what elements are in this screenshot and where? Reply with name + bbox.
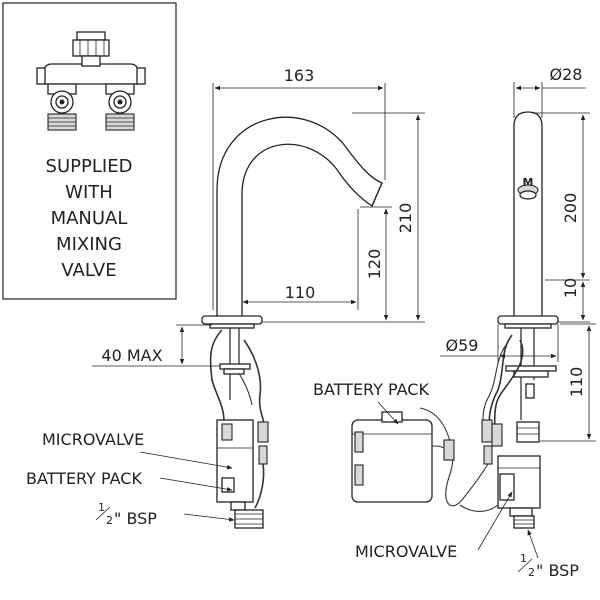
- inset-line-2: WITH: [65, 182, 113, 203]
- label-battery-pack-left: BATTERY PACK: [26, 469, 142, 488]
- bsp-left-numerator: 1: [98, 501, 105, 514]
- battery-pack-device: [351, 411, 455, 503]
- dim-163: 163: [284, 66, 315, 85]
- dim-side-110: 110: [567, 367, 586, 398]
- label-microvalve-left: MICROVALVE: [42, 430, 144, 449]
- dim-210: 210: [396, 203, 415, 234]
- tap-front-view: [201, 116, 383, 529]
- dim-120: 120: [365, 249, 384, 280]
- dim-40-max: 40 MAX: [101, 346, 162, 365]
- label-microvalve-right: MICROVALVE: [355, 542, 457, 561]
- inset-line-5: VALVE: [61, 260, 116, 281]
- front-dimensions: 163 210 120 110 40 MAX: [92, 66, 425, 367]
- dim-110: 110: [285, 283, 316, 302]
- inset-line-4: MIXING: [56, 234, 122, 255]
- side-labels: BATTERY PACK MICROVALVE 1 2 " BSP: [313, 380, 579, 580]
- tap-side-view: M: [419, 111, 559, 529]
- dim-dia-28: Ø28: [550, 65, 583, 84]
- dim-10: 10: [561, 278, 580, 298]
- inset-line-3: MANUAL: [51, 208, 128, 229]
- logo-mark: M: [523, 176, 534, 189]
- mixing-valve-icon: [36, 31, 146, 131]
- bsp-left-denominator: 2: [106, 514, 113, 527]
- front-labels: MICROVALVE BATTERY PACK 1 2 " BSP: [26, 430, 235, 528]
- bsp-right-numerator: 1: [520, 552, 527, 565]
- dim-200: 200: [561, 193, 580, 224]
- inset-panel: SUPPLIED WITH MANUAL MIXING VALVE: [2, 2, 177, 300]
- label-bsp-right: 1 2 " BSP: [517, 552, 579, 580]
- label-bsp-left: 1 2 " BSP: [95, 501, 157, 528]
- bsp-left-text: " BSP: [114, 509, 157, 528]
- bsp-right-denominator: 2: [528, 566, 535, 579]
- side-dimensions: Ø28 200 10 Ø59 110: [440, 65, 596, 442]
- dim-dia-59: Ø59: [446, 336, 479, 355]
- label-battery-pack-right: BATTERY PACK: [313, 380, 429, 399]
- inset-line-1: SUPPLIED: [46, 156, 133, 177]
- bsp-right-text: " BSP: [536, 561, 579, 580]
